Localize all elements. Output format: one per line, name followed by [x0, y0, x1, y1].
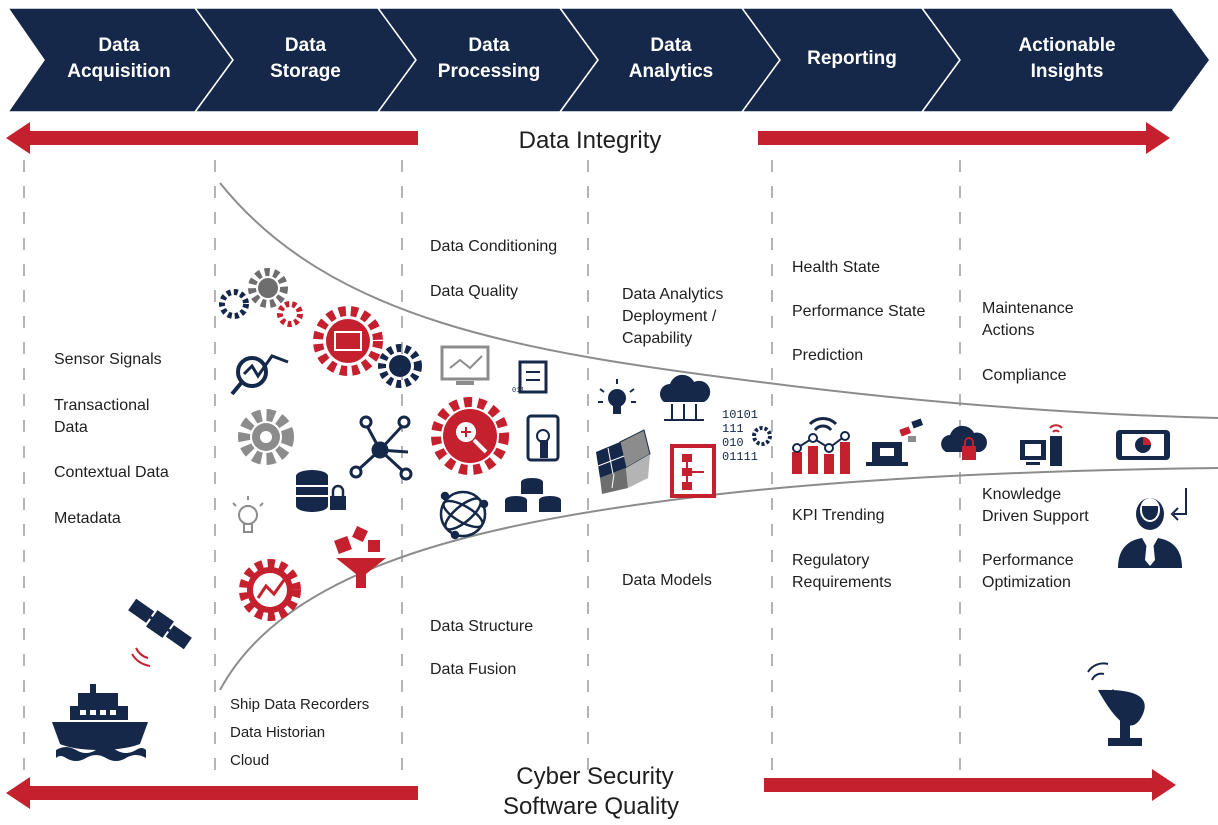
wifi-chart-icon: [792, 417, 850, 474]
text-data-conditioning: Data Conditioning: [430, 238, 558, 255]
touch-tablet-icon: [526, 414, 560, 462]
ship-icon: [52, 684, 148, 761]
lightbulb-icon: [232, 496, 264, 533]
cyber-security-arrows: [6, 769, 1176, 809]
stage-label-reporting: Reporting: [807, 48, 897, 69]
text-performance-optimization: Performance Optimization: [982, 552, 1074, 591]
text-performance-state: Performance State: [792, 303, 926, 320]
stage-label-actionable-insights: Actionable Insights: [1018, 35, 1116, 82]
lightbulb-idea-icon: [598, 379, 636, 414]
pipeline-chevrons: [6, 7, 1211, 113]
red-chart-gear-icon: [239, 559, 301, 621]
banner-software-quality: Software Quality: [502, 793, 680, 820]
user-icon: [1118, 488, 1187, 568]
svg-text:01111: 01111: [722, 450, 758, 464]
analytics-monitor-icon: [440, 345, 490, 385]
gray-gear-icon: [238, 409, 294, 465]
globe-network-icon: [439, 490, 489, 540]
text-sensor-signals: Sensor Signals: [54, 351, 162, 368]
text-ship-data-recorders: Ship Data Recorders: [230, 696, 370, 713]
database-lock-icon: [296, 470, 346, 512]
magnifier-gear-icon: [431, 397, 509, 475]
text-kpi-trending: KPI Trending: [792, 507, 885, 524]
cube-icon: [596, 429, 651, 494]
binary-gear-icon: 10101 111 010 01111: [722, 408, 772, 464]
text-cloud: Cloud: [230, 752, 270, 769]
laptop-email-icon: [866, 418, 924, 466]
text-data-structure: Data Structure: [430, 618, 534, 635]
cloud-lock-icon: [941, 425, 987, 460]
satellite-icon: [128, 598, 192, 650]
text-compliance: Compliance: [982, 367, 1067, 384]
svg-text:011: 011: [512, 387, 525, 395]
banner-cyber-security: Cyber Security: [516, 763, 674, 790]
text-health-state: Health State: [792, 259, 881, 276]
text-regulatory-requirements: Regulatory Requirements: [792, 552, 892, 591]
desktop-icon: [1020, 424, 1063, 466]
text-prediction: Prediction: [792, 347, 864, 364]
text-metadata: Metadata: [54, 510, 121, 527]
svg-text:111: 111: [722, 422, 744, 436]
svg-text:10101: 10101: [722, 408, 758, 422]
code-document-icon: 011: [512, 360, 548, 395]
data-integrity-arrows: [6, 122, 1170, 154]
filter-funnel-icon: [334, 526, 386, 588]
text-knowledge-driven-support: Knowledge Driven Support: [982, 486, 1089, 525]
text-data-models: Data Models: [622, 572, 712, 589]
tablet-chart-icon: [1116, 430, 1170, 460]
text-data-quality: Data Quality: [430, 283, 519, 300]
flowchart-document-icon: [670, 444, 716, 498]
trend-magnifier-icon: [230, 354, 289, 396]
banner-data-integrity: Data Integrity: [518, 127, 662, 154]
stage-label-data-processing: Data Processing: [437, 35, 541, 82]
stage-label-data-analytics: Data Analytics: [628, 35, 714, 82]
text-data-historian: Data Historian: [230, 724, 326, 741]
database-cluster-icon: [505, 478, 561, 512]
text-transactional-data: Transactional Data: [54, 397, 150, 436]
funnel-lower-curve: [219, 467, 1218, 691]
network-icon: [349, 415, 413, 481]
text-data-fusion: Data Fusion: [430, 661, 517, 678]
cloud-icon: [660, 374, 711, 421]
stage-label-data-storage: Data Storage: [270, 35, 341, 82]
text-contextual-data: Contextual Data: [54, 464, 169, 481]
satellite-dish-icon: [1087, 662, 1145, 746]
chevron-actionable-insights: [920, 7, 1211, 113]
funnel-curves: [219, 182, 1218, 691]
stage-label-data-acquisition: Data Acquisition: [67, 35, 171, 82]
gear-cluster-icon: [219, 268, 422, 388]
svg-text:010: 010: [722, 436, 744, 450]
funnel-upper-curve: [219, 182, 1218, 419]
text-maintenance-actions: Maintenance Actions: [982, 300, 1074, 339]
text-data-analytics-deployment: Data Analytics Deployment / Capability: [622, 286, 724, 347]
